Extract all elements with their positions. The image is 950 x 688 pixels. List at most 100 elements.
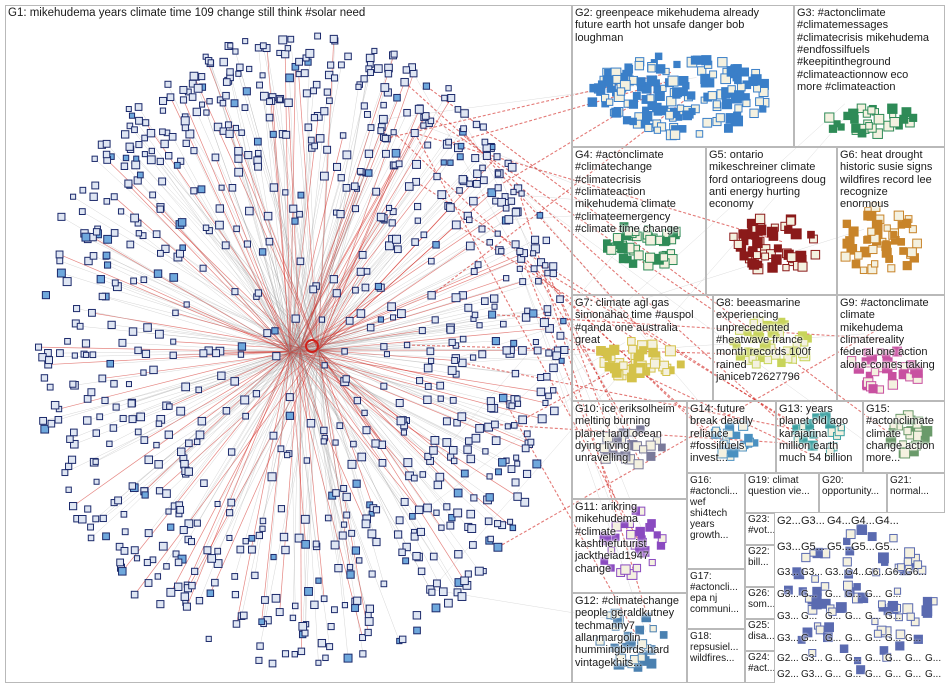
group-panel-g2: G2: greenpeace mikehudema already future… (572, 5, 794, 147)
network-node (291, 651, 298, 658)
network-node (268, 659, 277, 668)
network-node (148, 147, 155, 155)
network-node (376, 212, 386, 222)
network-node (182, 602, 191, 611)
network-node (131, 126, 138, 134)
gray-edge (168, 351, 291, 512)
network-node (190, 147, 198, 155)
gray-edge (95, 351, 291, 520)
network-node (495, 468, 502, 476)
network-node (185, 439, 193, 448)
cluster-node (872, 220, 881, 230)
group-label-g21: G21: normal... (890, 475, 929, 497)
gray-edge (289, 307, 469, 353)
cross-group-edge (393, 131, 725, 452)
network-node (192, 107, 202, 117)
network-node (514, 400, 522, 407)
network-node (64, 337, 71, 345)
red-edge (201, 347, 301, 422)
network-node (120, 162, 129, 170)
network-node (181, 382, 191, 392)
network-node (374, 64, 383, 73)
network-node (303, 457, 311, 464)
cluster-node (895, 629, 906, 640)
gray-edge (198, 349, 319, 391)
network-node (177, 157, 185, 165)
mini-group-label: G... (885, 589, 902, 600)
network-node (464, 303, 473, 312)
network-node (395, 160, 403, 168)
network-node (388, 219, 396, 227)
network-node (357, 452, 367, 462)
cluster-node (721, 98, 733, 110)
network-node (527, 438, 535, 446)
network-node (323, 88, 331, 96)
cluster-node (786, 216, 796, 226)
network-node (460, 125, 467, 133)
network-node (70, 428, 78, 437)
network-node (50, 400, 60, 410)
red-edge (72, 351, 291, 507)
cluster-node (613, 434, 622, 443)
network-node (39, 416, 48, 425)
gray-edge (299, 347, 339, 569)
network-node (242, 87, 251, 96)
network-node (323, 145, 332, 154)
gray-edge (239, 67, 319, 351)
network-node (222, 91, 230, 100)
gray-edge (289, 77, 301, 349)
network-node (164, 152, 173, 160)
network-node (398, 548, 406, 557)
cross-group-edge (414, 132, 783, 243)
network-node (214, 547, 222, 555)
network-node (154, 460, 163, 469)
network-node (319, 171, 329, 181)
network-node (252, 390, 261, 398)
gray-edge (299, 128, 464, 349)
gray-edge (299, 347, 518, 399)
cluster-node (798, 348, 808, 359)
gray-edge (123, 351, 291, 515)
mini-group-label: G... (925, 669, 942, 680)
gray-edge (289, 64, 342, 353)
mini-group-label: G... (845, 611, 862, 622)
network-node (530, 250, 537, 257)
network-node (320, 595, 328, 603)
network-node (491, 436, 501, 446)
network-node (284, 451, 291, 459)
network-node (255, 531, 264, 540)
cluster-node (612, 233, 622, 243)
cluster-node (626, 529, 636, 540)
gray-edge (299, 347, 370, 622)
network-node (102, 251, 111, 260)
network-node (471, 311, 479, 319)
group-panel-g25: G25: disa... (745, 619, 775, 651)
network-node (494, 230, 501, 237)
gray-edge (262, 251, 291, 353)
network-node (519, 278, 527, 286)
network-node (518, 415, 527, 425)
network-node (494, 184, 502, 192)
network-node (400, 497, 409, 506)
network-node (490, 294, 499, 303)
cluster-node (739, 251, 749, 261)
group-label-g14: G14: future break deadly reliance #fossi… (690, 403, 753, 465)
network-node (125, 142, 134, 151)
cluster-node (636, 77, 646, 87)
cluster-node (839, 644, 849, 653)
cluster-node (707, 91, 717, 101)
red-edge (299, 207, 507, 349)
network-node (242, 38, 249, 45)
network-node (445, 138, 452, 146)
network-node (453, 508, 463, 518)
network-node (169, 351, 177, 359)
network-node (365, 169, 373, 177)
cluster-node (848, 226, 859, 237)
network-node (377, 127, 385, 135)
network-node (120, 547, 129, 555)
network-node (543, 305, 552, 313)
network-node (485, 493, 494, 502)
network-node (125, 381, 132, 388)
red-edge (299, 330, 423, 349)
network-node (99, 514, 107, 523)
